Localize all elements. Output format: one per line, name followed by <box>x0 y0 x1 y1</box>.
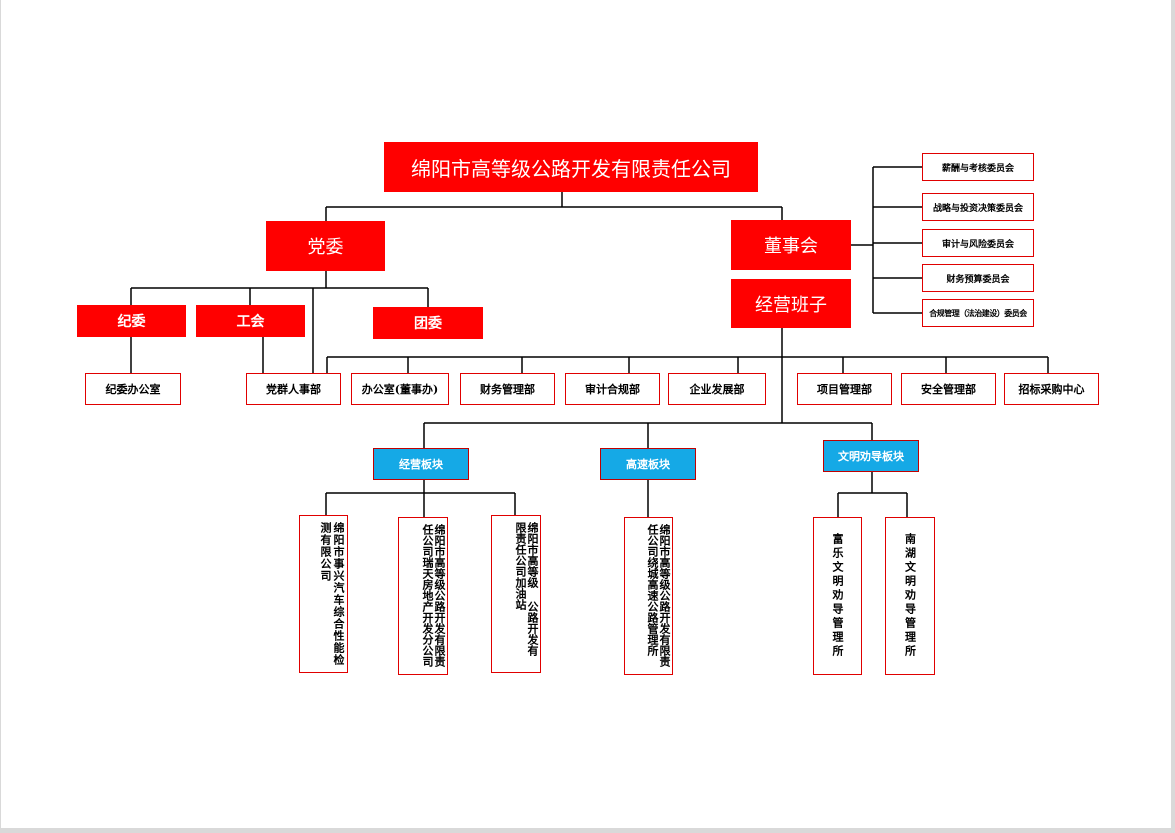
department-box: 企业发展部 <box>668 373 766 405</box>
segment-box-highway: 高速板块 <box>600 448 696 480</box>
board-committee-box: 薪酬与考核委员会 <box>922 153 1034 181</box>
department-box: 项目管理部 <box>797 373 892 405</box>
board-committee-box: 战略与投资决策委员会 <box>922 193 1034 221</box>
subsidiary-box: 绵阳市高等级公路开发有限责任公司绕城高速公路管理所 <box>624 517 673 675</box>
subsidiary-box: 绵阳市高等级 公路开发有限责任公司加油站 <box>491 515 541 673</box>
department-box: 安全管理部 <box>901 373 996 405</box>
board-box: 董事会 <box>731 220 851 270</box>
subsidiary-box: 南湖文明劝导管理所 <box>885 517 935 675</box>
company-title-box: 绵阳市高等级公路开发有限责任公司 <box>384 142 758 192</box>
department-box: 办公室(董事办) <box>351 373 449 405</box>
youth-league-box: 团委 <box>373 307 483 339</box>
subsidiary-box: 绵阳市事兴汽车综合性能检测有限公司 <box>299 515 348 673</box>
department-box: 招标采购中心 <box>1004 373 1099 405</box>
segment-box-operations: 经营板块 <box>373 448 469 480</box>
board-committee-box: 合规管理（法治建设）委员会 <box>922 299 1034 327</box>
segment-box-civility: 文明劝导板块 <box>823 440 919 472</box>
union-box: 工会 <box>196 305 305 337</box>
subsidiary-box: 绵阳市高等级公路开发有限责任公司瑞天房地产开发分公司 <box>398 517 448 675</box>
discipline-office-box: 纪委办公室 <box>85 373 181 405</box>
management-box: 经营班子 <box>731 279 851 328</box>
department-box: 审计合规部 <box>565 373 660 405</box>
subsidiary-box: 富乐文明劝导管理所 <box>813 517 862 675</box>
board-committee-box: 财务预算委员会 <box>922 264 1034 292</box>
discipline-committee-box: 纪委 <box>77 305 186 337</box>
party-committee-box: 党委 <box>266 221 385 271</box>
board-committee-box: 审计与风险委员会 <box>922 229 1034 257</box>
department-box: 党群人事部 <box>246 373 341 405</box>
department-box: 财务管理部 <box>460 373 555 405</box>
